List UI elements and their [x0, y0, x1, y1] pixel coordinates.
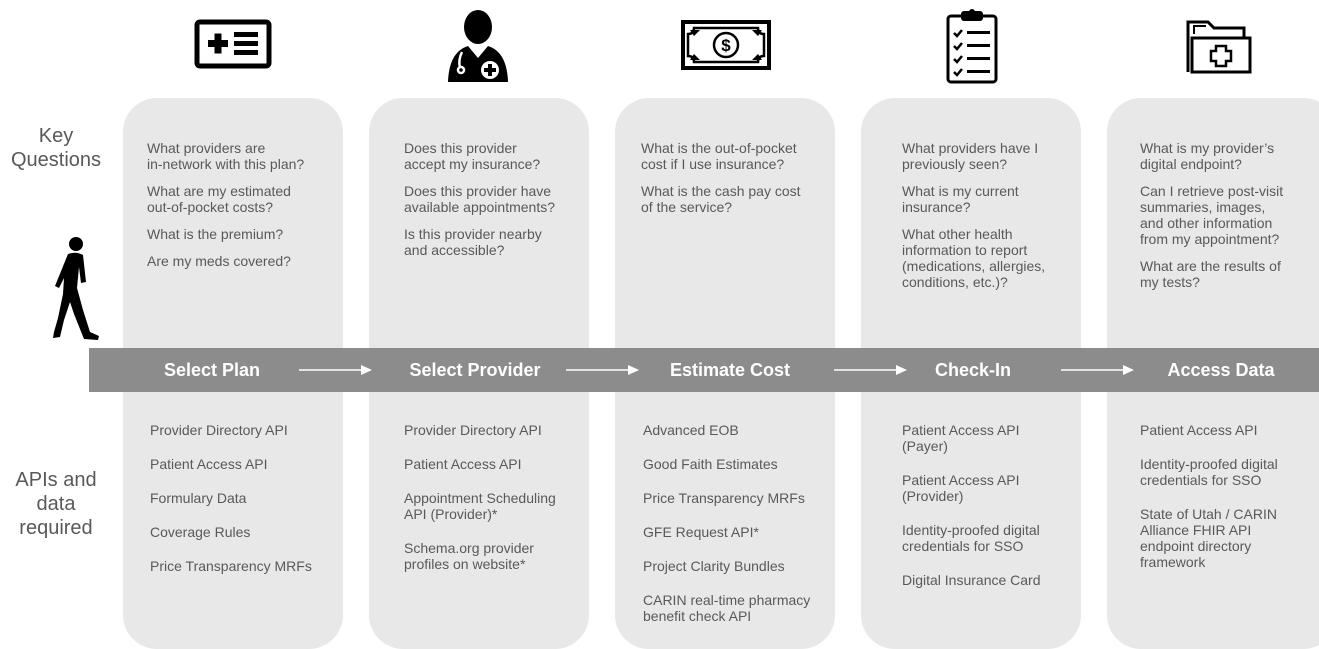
question-item: What are my estimated out-of-pocket cost…: [147, 183, 291, 215]
step-select-plan: Select Plan: [163, 360, 261, 380]
api-item: Price Transparency MRFs: [150, 558, 312, 574]
api-item: CARIN real-time pharmacy benefit check A…: [643, 592, 811, 624]
api-item: Patient Access API: [404, 456, 522, 472]
api-item: Patient Access API: [1140, 422, 1258, 438]
questions-select-provider: Does this provider accept my insurance? …: [404, 140, 594, 269]
svg-text:$: $: [721, 36, 731, 55]
apis-select-provider: Provider Directory API Patient Access AP…: [404, 422, 604, 590]
api-item: Identity-proofed digital credentials for…: [902, 522, 1040, 554]
questions-select-plan: What providers are in-network with this …: [147, 140, 337, 280]
arrow-right-icon: [566, 363, 640, 382]
api-item: State of Utah / CARIN Alliance FHIR API …: [1140, 506, 1277, 570]
arrow-right-icon: [299, 363, 373, 382]
apis-access-data: Patient Access API Identity-proofed digi…: [1140, 422, 1310, 588]
api-item: Price Transparency MRFs: [643, 490, 805, 506]
arrow-right-icon: [834, 363, 908, 382]
doctor-icon: [446, 8, 510, 84]
step-check-in: Check-In: [934, 360, 1012, 380]
api-item: Appointment Scheduling API (Provider)*: [404, 490, 556, 522]
questions-estimate-cost: What is the out-of-pocket cost if I use …: [641, 140, 831, 226]
step-select-provider: Select Provider: [409, 360, 541, 380]
apis-estimate-cost: Advanced EOB Good Faith Estimates Price …: [643, 422, 833, 642]
question-item: What providers have I previously seen?: [902, 140, 1039, 172]
api-item: Patient Access API (Provider): [902, 472, 1020, 504]
question-item: Are my meds covered?: [147, 253, 291, 269]
arrow-right-icon: [1061, 363, 1135, 382]
api-item: Identity-proofed digital credentials for…: [1140, 456, 1278, 488]
question-item: Does this provider accept my insurance?: [404, 140, 541, 172]
api-item: Provider Directory API: [404, 422, 542, 438]
question-item: Can I retrieve post-visit summaries, ima…: [1140, 183, 1284, 247]
key-questions-label: Key Questions: [10, 125, 102, 171]
questions-access-data: What is my provider’s digital endpoint? …: [1140, 140, 1310, 301]
question-item: What is my current insurance?: [902, 183, 1019, 215]
api-item: Advanced EOB: [643, 422, 739, 438]
questions-check-in: What providers have I previously seen? W…: [902, 140, 1077, 301]
api-item: Patient Access API (Payer): [902, 422, 1020, 454]
question-item: Does this provider have available appoin…: [404, 183, 555, 215]
apis-check-in: Patient Access API (Payer) Patient Acces…: [902, 422, 1077, 606]
api-item: Patient Access API: [150, 456, 268, 472]
clipboard-checklist-icon: [944, 8, 1000, 84]
question-item: What other health information to report …: [902, 226, 1046, 290]
step-estimate-cost: Estimate Cost: [669, 360, 791, 380]
question-item: What are the results of my tests?: [1140, 258, 1281, 290]
question-item: What is the premium?: [147, 226, 284, 242]
api-item: Provider Directory API: [150, 422, 288, 438]
question-item: What is the out-of-pocket cost if I use …: [641, 140, 797, 172]
apis-select-plan: Provider Directory API Patient Access AP…: [150, 422, 340, 592]
insurance-card-icon: [194, 8, 272, 76]
api-item: Schema.org provider profiles on website*: [404, 540, 534, 572]
question-item: What providers are in-network with this …: [147, 140, 305, 172]
apis-required-label: APIs and data required: [15, 469, 97, 539]
step-access-data: Access Data: [1167, 360, 1275, 380]
api-item: Digital Insurance Card: [902, 572, 1041, 588]
medical-folder-icon: [1184, 8, 1256, 80]
api-item: Good Faith Estimates: [643, 456, 778, 472]
question-item: What is the cash pay cost of the service…: [641, 183, 801, 215]
question-item: What is my provider’s digital endpoint?: [1140, 140, 1275, 172]
api-item: Formulary Data: [150, 490, 247, 506]
api-item: GFE Request API*: [643, 524, 759, 540]
walking-person-icon: [50, 236, 104, 347]
api-item: Project Clarity Bundles: [643, 558, 785, 574]
question-item: Is this provider nearby and accessible?: [404, 226, 542, 258]
api-item: Coverage Rules: [150, 524, 251, 540]
cash-icon: $: [680, 8, 772, 76]
